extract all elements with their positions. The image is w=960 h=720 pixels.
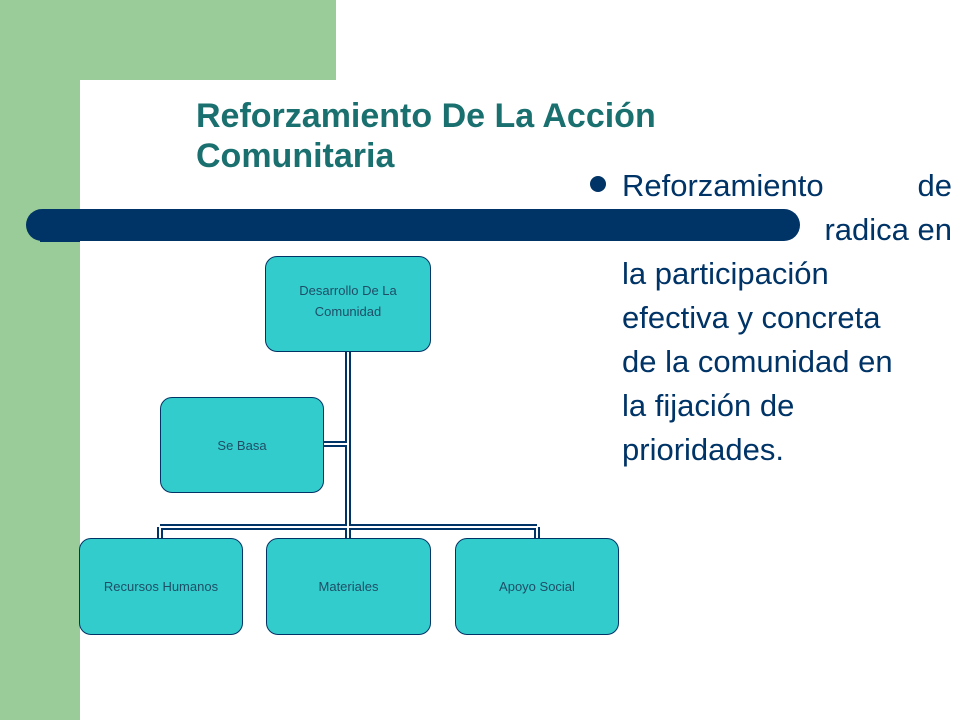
title-underline-bar bbox=[26, 209, 800, 241]
top-green-block bbox=[80, 0, 336, 80]
node-assistant: Se Basa bbox=[160, 397, 324, 493]
bullet-word-radica: radica bbox=[824, 212, 909, 247]
bullet-line-3: la participación bbox=[622, 256, 829, 291]
node-child-1: Recursos Humanos bbox=[79, 538, 243, 635]
left-green-band bbox=[0, 0, 80, 720]
bullet-line-5: de la comunidad en bbox=[622, 344, 893, 379]
node-root: Desarrollo De La Comunidad bbox=[265, 256, 431, 352]
bullet-line-7: prioridades. bbox=[622, 432, 784, 467]
node-child-3: Apoyo Social bbox=[455, 538, 619, 635]
bullet-line-1: Reforzamiento de bbox=[622, 168, 952, 203]
bullet-dot-icon bbox=[590, 176, 606, 192]
bullet-text: Reforzamiento de radica en la participac… bbox=[622, 164, 952, 472]
bullet-line-6: la fijación de bbox=[622, 388, 795, 423]
bullet-line-2: radica en bbox=[824, 212, 952, 247]
slide-title: Reforzamiento De La Acción Comunitaria bbox=[196, 97, 656, 175]
node-child-2: Materiales bbox=[266, 538, 431, 635]
bullet-line-4: efectiva y concreta bbox=[622, 300, 881, 335]
